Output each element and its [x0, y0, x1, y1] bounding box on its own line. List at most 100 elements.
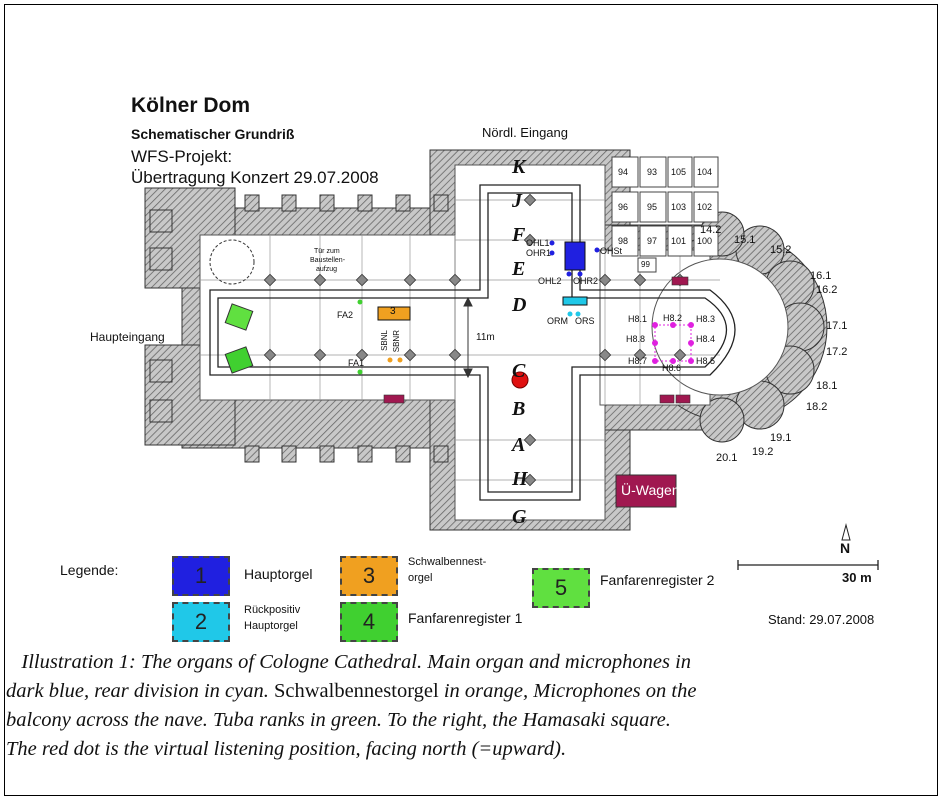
chapel-18-2: 18.2 — [806, 401, 828, 413]
plan-subtitle: Schematischer Grundriß — [131, 126, 295, 142]
scale-bar — [737, 560, 879, 570]
caption-line-2: dark blue, rear division in cyan. Schwal… — [6, 680, 697, 702]
mic-h87: H8.7 — [628, 356, 648, 366]
axis-a: A — [512, 434, 526, 456]
room-98: 98 — [618, 236, 629, 246]
figure-frame — [4, 4, 938, 796]
axis-k: K — [512, 156, 526, 178]
mic-sbnl: SBNL — [380, 330, 389, 351]
chapel-16-1: 16.1 — [810, 270, 832, 282]
room-99: 99 — [641, 260, 650, 269]
chapel-17-1: 17.1 — [826, 320, 848, 332]
axis-f: F — [512, 224, 526, 246]
legend-swatch-5: 5 — [532, 568, 590, 608]
north-arrow — [841, 523, 851, 541]
chapel-20-1: 20.1 — [716, 452, 738, 464]
orange-mics — [387, 357, 403, 363]
axis-e: E — [512, 258, 526, 280]
room-105: 105 — [671, 167, 687, 177]
chapel-14-2: 14.2 — [700, 224, 722, 236]
chapel-19-2: 19.2 — [752, 446, 774, 458]
main-entrance-label: Haupteingang — [90, 330, 165, 344]
caption-line-4: The red dot is the virtual listening pos… — [6, 738, 567, 760]
room-96: 96 — [618, 202, 629, 212]
purple-markers — [383, 276, 691, 404]
room-93: 93 — [647, 167, 658, 177]
hamasaki-mics — [652, 322, 694, 364]
rear-division — [562, 296, 588, 306]
swallow-nest-organ — [377, 306, 411, 321]
mic-ohst: OHSt — [600, 246, 623, 256]
figure-caption: Illustration 1: The organs of Cologne Ca… — [6, 648, 930, 764]
legend-label-1: Hauptorgel — [244, 566, 313, 582]
walkway-route — [209, 184, 736, 501]
chapel-18-1: 18.1 — [816, 380, 838, 392]
room-103: 103 — [671, 202, 687, 212]
axis-b: B — [512, 398, 526, 420]
room-95: 95 — [647, 202, 658, 212]
main-organ — [564, 241, 586, 271]
cathedral-floor-plan — [144, 149, 879, 570]
mic-ohl1: OHL1 — [526, 238, 550, 248]
legend-label-3a: Schwalbennest- — [408, 556, 487, 568]
tower-buttresses — [149, 209, 173, 423]
legend-swatch-4: 4 — [340, 602, 398, 642]
mic-h86: H8.6 — [662, 363, 682, 373]
legend-label-5: Fanfarenregister 2 — [600, 572, 715, 588]
plan-title: Kölner Dom — [131, 94, 251, 117]
mic-h83: H8.3 — [696, 314, 716, 324]
pillars — [263, 193, 687, 487]
north-entrance-label: Nördl. Eingang — [482, 125, 568, 140]
legend-label-3b: orgel — [408, 572, 433, 584]
cyan-mics — [567, 311, 581, 317]
mic-orm: ORM — [547, 316, 568, 326]
nave-buttresses — [244, 194, 449, 463]
distance-marker — [463, 296, 473, 379]
mic-fa1: FA1 — [348, 358, 365, 368]
event-label: Übertragung Konzert 29.07.2008 — [131, 168, 379, 187]
legend-label-4: Fanfarenregister 1 — [408, 610, 523, 626]
stand-label: Stand: 29.07.2008 — [768, 612, 875, 627]
orange-marker-num: 3 — [390, 306, 396, 317]
fanfare-register-1 — [224, 346, 254, 374]
chapel-17-2: 17.2 — [826, 346, 848, 358]
legend-label-2a: Rückpositiv — [244, 604, 301, 616]
mic-ohr1: OHR1 — [526, 248, 552, 258]
legend-heading: Legende: — [60, 562, 119, 578]
north-label: N — [840, 540, 851, 556]
door-note-3: aufzug — [316, 266, 338, 273]
distance-label: 11m — [476, 332, 495, 343]
chapel-15-2: 15.2 — [770, 244, 792, 256]
fanfare-register-2 — [224, 303, 254, 331]
room-101: 101 — [671, 236, 687, 246]
mic-h82: H8.2 — [663, 313, 683, 323]
listening-position — [511, 371, 529, 389]
tower-circle — [209, 239, 255, 285]
chapel-19-1: 19.1 — [770, 432, 792, 444]
room-97: 97 — [647, 236, 658, 246]
mic-h85: H8.5 — [696, 356, 716, 366]
caption-line-3: balcony across the nave. Tuba ranks in g… — [6, 709, 671, 731]
room-100: 100 — [697, 236, 713, 246]
door-note-1: Tür zum — [314, 248, 340, 255]
room-102: 102 — [697, 202, 713, 212]
axis-h: H — [512, 468, 528, 490]
axis-g: G — [512, 506, 527, 528]
room-94: 94 — [618, 167, 629, 177]
caption-line-1: Illustration 1: The organs of Cologne Ca… — [21, 651, 692, 673]
legend-swatch-3: 3 — [340, 556, 398, 596]
mic-h88: H8.8 — [626, 334, 646, 344]
mic-fa2: FA2 — [337, 310, 354, 320]
chapel-15-1: 15.1 — [734, 234, 756, 246]
ob-van-label: Ü-Wagen — [621, 482, 680, 498]
mic-ors: ORS — [575, 316, 595, 326]
ob-van — [615, 474, 677, 508]
mic-ohl2: OHL2 — [538, 276, 562, 286]
small-mics — [549, 240, 600, 277]
axis-d: D — [512, 294, 527, 316]
green-mics — [357, 299, 363, 375]
door-note-2: Baustellen- — [310, 257, 346, 264]
mic-sbnr: SBNR — [392, 330, 401, 353]
legend-swatch-1: 1 — [172, 556, 230, 596]
sacristy-rooms — [611, 156, 719, 273]
